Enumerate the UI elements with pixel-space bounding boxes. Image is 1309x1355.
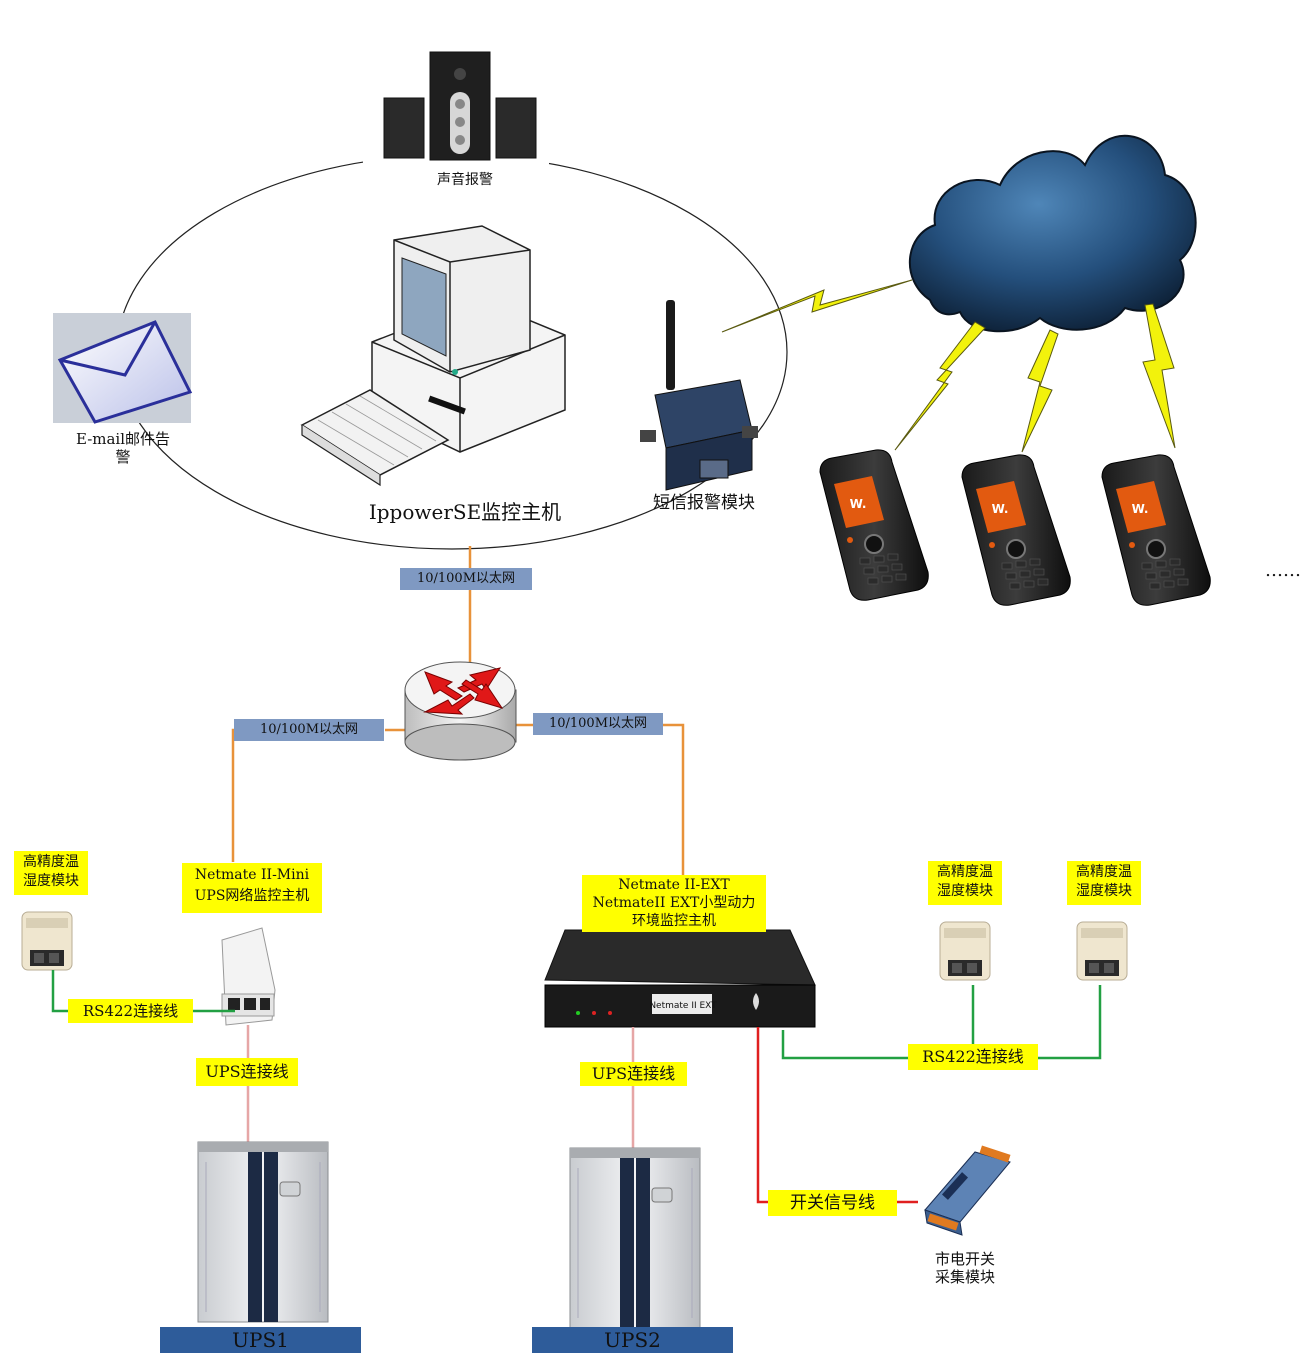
envelope-icon [53, 313, 193, 424]
tag-sensor-right: 高精度温 湿度模块 [1067, 861, 1141, 905]
tag-ethernet-left: 10/100M以太网 [234, 719, 384, 741]
label-mains-module-line1: 市电开关 [934, 1250, 995, 1268]
label-host: IppowerSE监控主机 [368, 500, 562, 524]
sensor-icon [1076, 921, 1128, 981]
tag-netmate-ext-line3: 环境监控主机 [632, 913, 716, 929]
tag-netmate-ext-line2: NetmateII EXT小型动力 [592, 895, 756, 911]
tag-sensor-left: 高精度温 湿度模块 [14, 851, 88, 895]
sensor-icon [939, 921, 991, 981]
tag-sensor-mid-line2: 湿度模块 [937, 883, 993, 899]
computer-icon [300, 225, 566, 487]
tag-netmate-mini-line1: Netmate II-Mini [194, 867, 310, 883]
io-module-icon [924, 1145, 1011, 1236]
tag-sensor-right-line2: 湿度模块 [1076, 883, 1132, 899]
tag-sensor-right-line1: 高精度温 [1076, 864, 1132, 880]
tag-netmate-mini-line2: UPS网络监控主机 [194, 888, 310, 904]
netmate-ext-icon [544, 929, 816, 1028]
tag-ups-cable-left: UPS连接线 [196, 1058, 298, 1086]
gsm-modem-icon [640, 300, 758, 491]
tag-ups-cable-right: UPS连接线 [580, 1062, 687, 1086]
sensor-icon [21, 911, 73, 971]
label-more: …… [1265, 560, 1301, 581]
tag-ethernet-right: 10/100M以太网 [533, 713, 663, 735]
label-mains-module: 市电开关 采集模块 [915, 1250, 1015, 1286]
tag-netmate-ext: Netmate II-EXT NetmateII EXT小型动力 环境监控主机 [582, 875, 766, 932]
tag-sensor-mid: 高精度温 湿度模块 [928, 861, 1002, 905]
ups2-bar: UPS2 [532, 1327, 733, 1353]
ups1-bar: UPS1 [160, 1327, 361, 1353]
label-sound-alarm: 声音报警 [437, 172, 493, 188]
tag-sensor-mid-line1: 高精度温 [937, 864, 993, 880]
label-email-alarm-line1: E-mail邮件告 [75, 430, 171, 448]
mobile-phone-icon [961, 453, 1072, 607]
tag-sensor-left-line1: 高精度温 [23, 854, 79, 870]
tag-rs422-left: RS422连接线 [68, 999, 193, 1023]
ups-cabinet-icon [569, 1147, 701, 1329]
label-email-alarm: E-mail邮件告 警 [58, 430, 188, 466]
tag-ethernet-top: 10/100M以太网 [400, 568, 532, 590]
tag-netmate-mini: Netmate II-Mini UPS网络监控主机 [182, 863, 322, 913]
tag-rs422-right: RS422连接线 [908, 1044, 1038, 1070]
router-icon [404, 661, 517, 761]
tag-netmate-ext-line1: Netmate II-EXT [618, 877, 730, 893]
tag-switch-signal: 开关信号线 [768, 1190, 897, 1216]
device-ext-text: Netmate II EXT [649, 1001, 717, 1011]
cloud-icon [908, 134, 1197, 333]
mobile-phone-icon [819, 448, 930, 602]
speaker-icon [363, 40, 549, 195]
mobile-phone-icon [1101, 453, 1212, 607]
label-mains-module-line2: 采集模块 [934, 1268, 995, 1286]
tag-sensor-left-line2: 湿度模块 [23, 873, 79, 889]
ups-cabinet-icon [197, 1141, 329, 1323]
label-sms-module: 短信报警模块 [653, 493, 755, 513]
lightning-icon [721, 279, 1176, 453]
label-email-alarm-line2: 警 [115, 448, 131, 466]
